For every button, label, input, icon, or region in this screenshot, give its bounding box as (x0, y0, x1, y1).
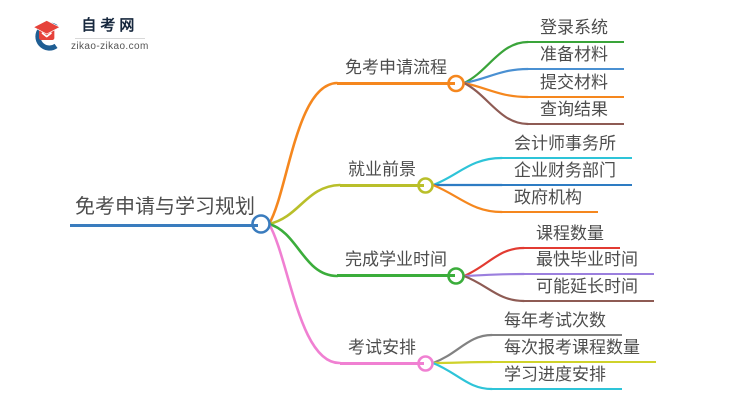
curve-b2-c3 (431, 183, 504, 214)
leaf-node-check-results[interactable]: 查询结果 (528, 99, 624, 125)
leaf-node-study-progress[interactable]: 学习进度安排 (492, 364, 622, 390)
curve-b3-c3 (462, 274, 526, 303)
leaf-node-submit-materials[interactable]: 提交材料 (528, 72, 624, 98)
curve-b4-c3 (431, 361, 494, 391)
curve-root-branch1 (267, 81, 339, 226)
graduation-cap-icon (32, 20, 61, 51)
leaf-node-login-system[interactable]: 登录系统 (528, 17, 624, 43)
site-logo: 自考网 zikao-zikao.com (28, 16, 149, 52)
leaf-node-courses-per-sitting[interactable]: 每次报考课程数量 (492, 337, 656, 363)
branch-node-2[interactable]: 就业前景 (340, 159, 424, 187)
branch-node-3[interactable]: 完成学业时间 (337, 249, 455, 277)
curve-root-branch2 (267, 183, 342, 226)
curve-b1-c2 (462, 67, 530, 85)
curve-b1-c1 (462, 40, 530, 85)
leaf-node-prepare-materials[interactable]: 准备材料 (528, 44, 624, 70)
curve-b2-c1 (431, 156, 504, 187)
curve-b1-c3 (462, 81, 530, 99)
leaf-node-course-count[interactable]: 课程数量 (524, 223, 620, 249)
leaf-node-fastest-graduation[interactable]: 最快毕业时间 (524, 249, 654, 275)
leaf-node-corporate-finance[interactable]: 企业财务部门 (502, 160, 632, 186)
curve-b1-c4 (462, 81, 530, 126)
curve-b4-c1 (431, 333, 494, 365)
curve-root-branch3 (267, 222, 339, 278)
logo-title: 自考网 (81, 17, 139, 34)
branch-node-4[interactable]: 考试安排 (340, 337, 424, 365)
curve-b3-c2 (462, 272, 526, 278)
leaf-node-possible-extension[interactable]: 可能延长时间 (524, 276, 654, 302)
logo-url: zikao-zikao.com (71, 41, 149, 52)
curve-b3-c1 (462, 246, 526, 278)
logo-divider (74, 38, 145, 39)
curve-root-branch4 (267, 222, 342, 365)
leaf-node-government-agency[interactable]: 政府机构 (502, 187, 598, 213)
leaf-node-exams-per-year[interactable]: 每年考试次数 (492, 310, 622, 336)
branch-node-1[interactable]: 免考申请流程 (337, 57, 455, 85)
leaf-node-accounting-firm[interactable]: 会计师事务所 (502, 133, 632, 159)
curve-b4-c2 (431, 360, 494, 365)
root-node[interactable]: 免考申请与学习规划 (70, 194, 258, 227)
